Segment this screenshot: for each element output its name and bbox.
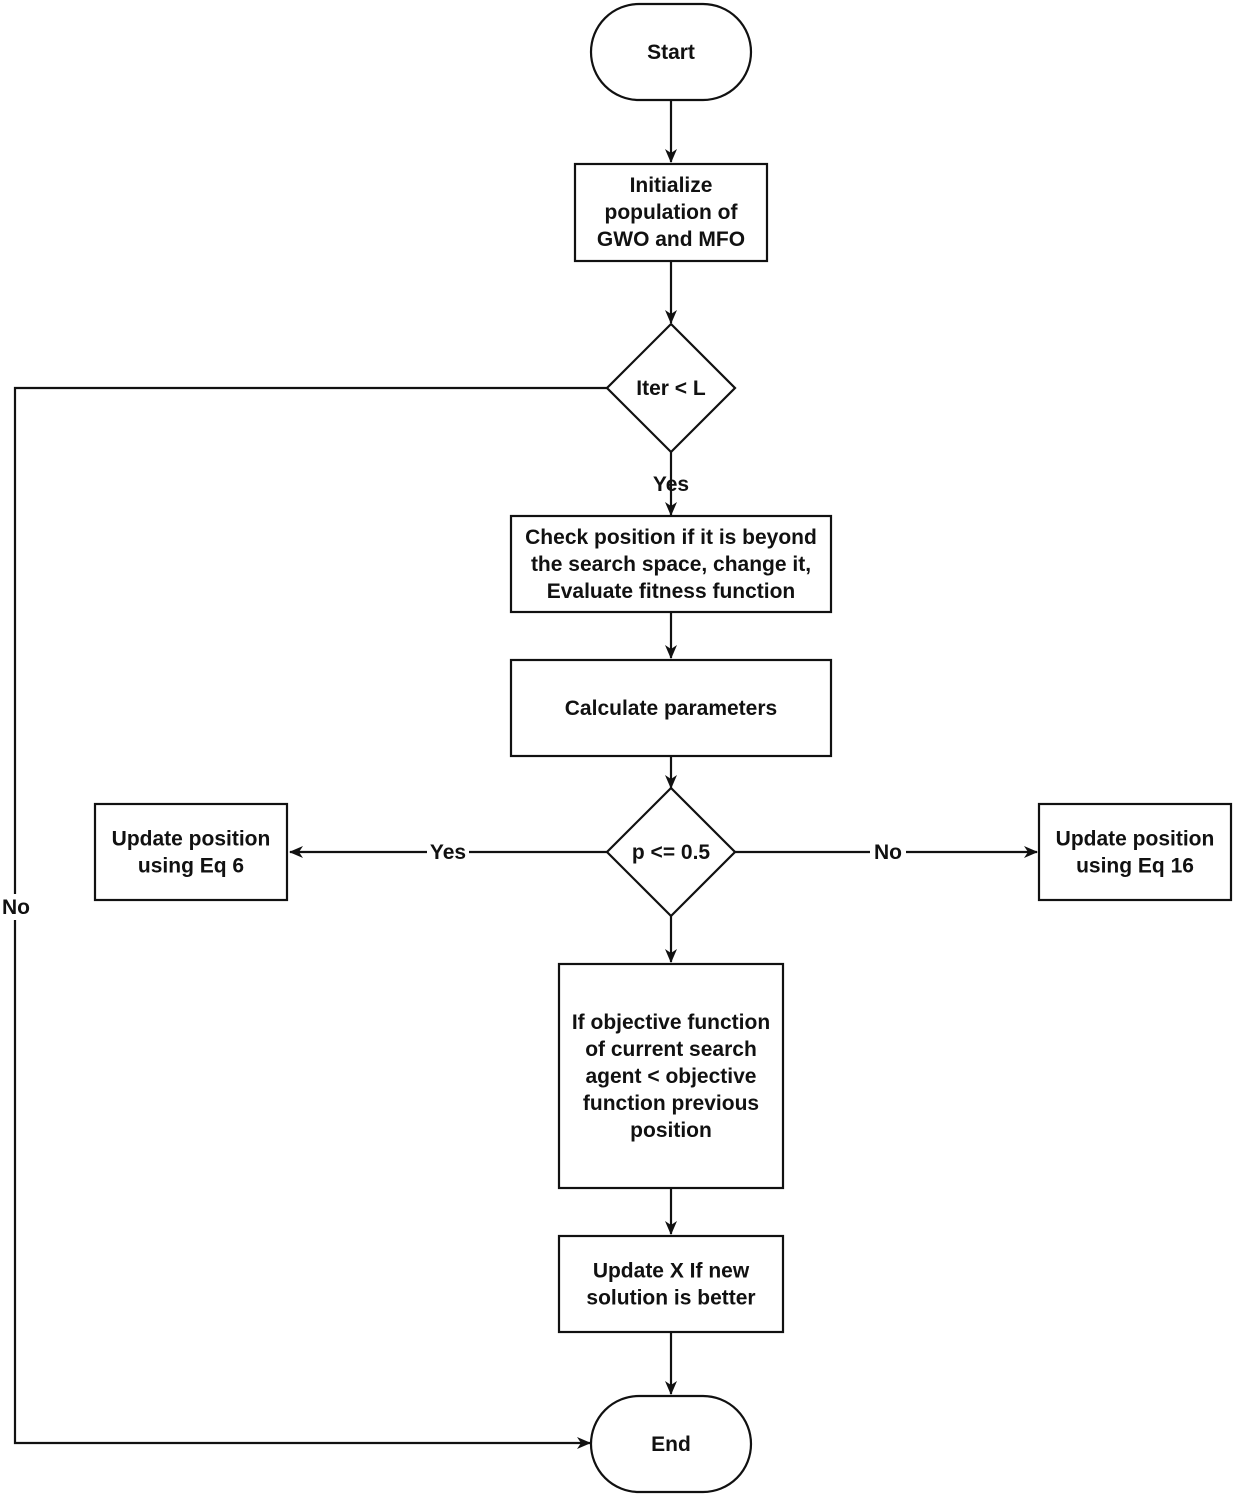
update-left-label: Update position using Eq 6 <box>112 828 271 878</box>
update-x-label-line: solution is better <box>586 1287 755 1310</box>
init-label-line: Initialize <box>630 174 713 197</box>
edges <box>13 100 1038 1449</box>
p-condition-label-line: p <= 0.5 <box>632 841 711 864</box>
update-x-label: Update X If new solution is better <box>586 1260 755 1310</box>
init-process <box>573 162 769 263</box>
iter-condition-label: Iter < L <box>636 377 706 400</box>
start-terminal <box>589 2 753 102</box>
update-right-label-line: using Eq 16 <box>1076 855 1194 878</box>
objective-label-line: position <box>630 1119 712 1142</box>
iter-yes-label: Yes <box>653 473 689 496</box>
update-left-label-line: Update position <box>112 828 271 851</box>
init-label: Initialize population of GWO and MFO <box>597 174 745 251</box>
check-label-line: Check position if it is beyond <box>525 526 817 549</box>
check-label: Check position if it is beyond the search… <box>525 526 817 603</box>
end-label: End <box>651 1433 691 1456</box>
objective-process <box>557 962 785 1190</box>
p-no-label: No <box>874 841 902 864</box>
edge-labels: Yes Yes No No <box>2 473 902 919</box>
p-condition-label: p <= 0.5 <box>632 841 711 864</box>
node-texts: Start Initialize population of GWO and MFO… <box>112 41 1215 1456</box>
start-label-line: Start <box>647 41 695 64</box>
check-label-line: Evaluate fitness function <box>547 580 796 603</box>
iter-decision <box>605 322 737 454</box>
check-label-line: the search space, change it, <box>531 553 811 576</box>
check-process <box>509 514 833 614</box>
objective-label-line: agent < objective <box>586 1065 757 1088</box>
calc-label: Calculate parameters <box>565 697 777 720</box>
init-label-line: population of <box>605 201 739 224</box>
objective-label-line: of current search <box>585 1038 757 1061</box>
nodes <box>93 2 1233 1494</box>
start-label: Start <box>647 41 695 64</box>
update-right-label: Update position using Eq 16 <box>1056 828 1215 878</box>
update-x-process <box>557 1234 785 1334</box>
init-label-line: GWO and MFO <box>597 228 745 251</box>
edge-label-bg-p-no <box>870 839 906 865</box>
update-right-process <box>1037 802 1233 902</box>
objective-label-line: function previous <box>583 1092 759 1115</box>
edge-label-bg-p-yes <box>427 839 469 865</box>
p-yes-label: Yes <box>430 841 466 864</box>
calc-process <box>509 658 833 758</box>
calc-label-line: Calculate parameters <box>565 697 777 720</box>
update-right-label-line: Update position <box>1056 828 1215 851</box>
p-decision <box>605 786 737 918</box>
update-left-label-line: using Eq 6 <box>138 855 244 878</box>
iter-condition-label-line: Iter < L <box>636 377 706 400</box>
edge-label-bg-iter-no <box>2 894 34 920</box>
end-label-line: End <box>651 1433 691 1456</box>
end-terminal <box>589 1394 753 1494</box>
update-x-label-line: Update X If new <box>593 1260 750 1283</box>
iter-no-label: No <box>2 896 30 919</box>
objective-label: If objective function of current search ag… <box>572 1011 770 1142</box>
update-left-process <box>93 802 289 902</box>
objective-label-line: If objective function <box>572 1011 770 1034</box>
